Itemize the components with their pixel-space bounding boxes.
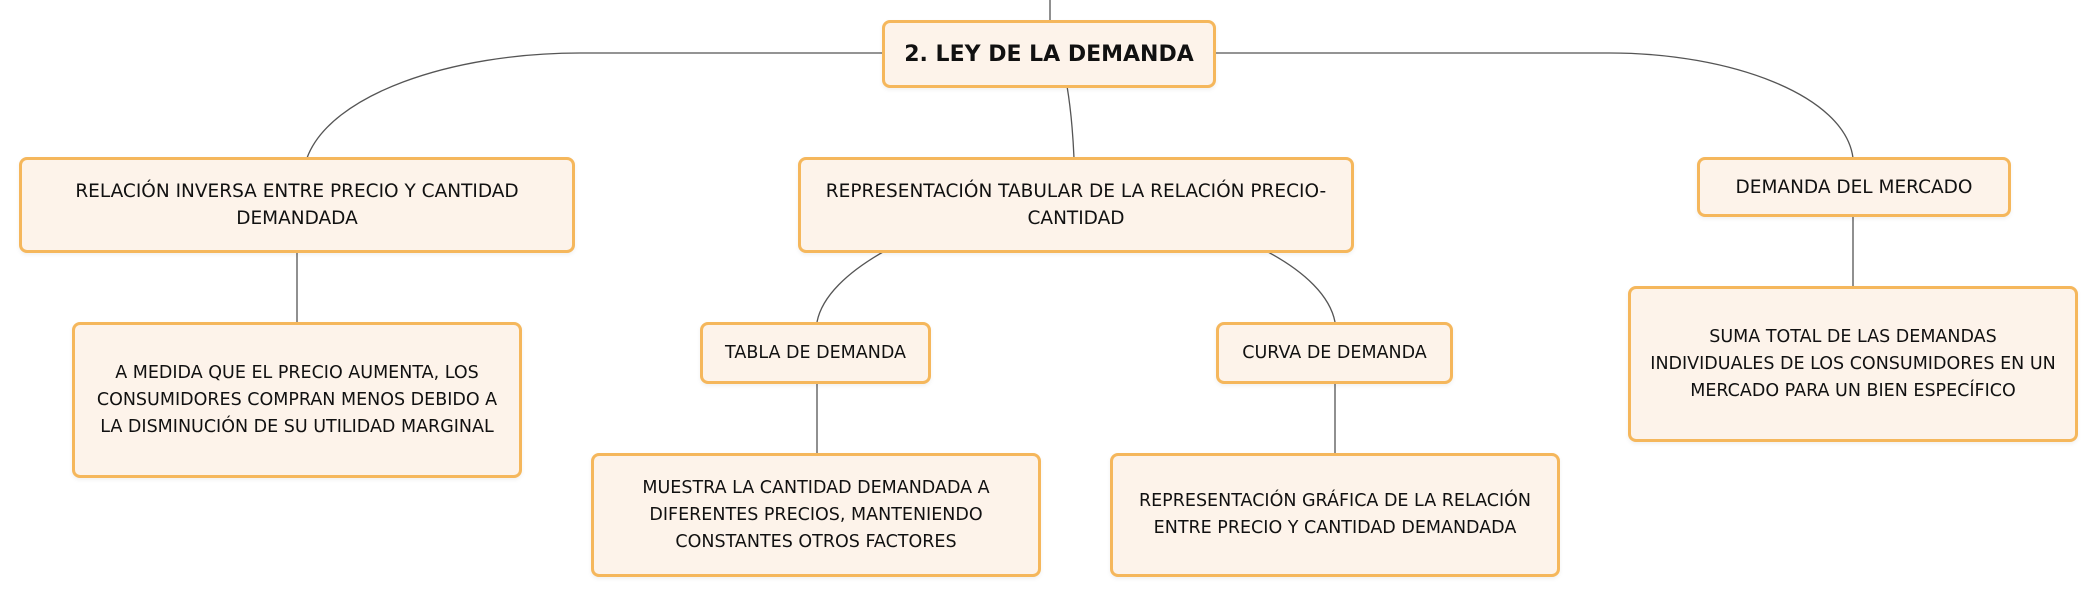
tabular-representation-label: REPRESENTACIÓN TABULAR DE LA RELACIÓN PR…	[825, 181, 1327, 229]
market-demand-label: DEMANDA DEL MERCADO	[1735, 176, 1973, 198]
demand-table-label: TABLA DE DEMANDA	[725, 342, 906, 363]
connector-root-to-tabular	[1066, 85, 1075, 159]
demand-table-node[interactable]: TABLA DE DEMANDA	[700, 322, 931, 384]
connector-tabular-to-table	[816, 251, 884, 323]
connector-root-to-market	[1215, 52, 1854, 159]
inverse-relation-detail: A MEDIDA QUE EL PRECIO AUMENTA, LOS CONS…	[96, 362, 498, 437]
inverse-relation-node[interactable]: RELACIÓN INVERSA ENTRE PRECIO Y CANTIDAD…	[19, 157, 575, 253]
root-node[interactable]: 2. LEY DE LA DEMANDA	[882, 20, 1216, 88]
demand-table-detail-node[interactable]: MUESTRA LA CANTIDAD DEMANDADA A DIFERENT…	[591, 453, 1041, 577]
market-demand-node[interactable]: DEMANDA DEL MERCADO	[1697, 157, 2011, 217]
inverse-relation-label: RELACIÓN INVERSA ENTRE PRECIO Y CANTIDAD…	[75, 181, 519, 229]
tabular-representation-node[interactable]: REPRESENTACIÓN TABULAR DE LA RELACIÓN PR…	[798, 157, 1354, 253]
demand-table-detail: MUESTRA LA CANTIDAD DEMANDADA A DIFERENT…	[642, 477, 990, 552]
demand-curve-node[interactable]: CURVA DE DEMANDA	[1216, 322, 1453, 384]
market-demand-detail: SUMA TOTAL DE LAS DEMANDAS INDIVIDUALES …	[1650, 326, 2056, 401]
demand-curve-detail-node[interactable]: REPRESENTACIÓN GRÁFICA DE LA RELACIÓN EN…	[1110, 453, 1560, 577]
connector-tabular-to-curve	[1267, 251, 1336, 323]
root-node-label: 2. LEY DE LA DEMANDA	[904, 41, 1194, 67]
demand-curve-detail: REPRESENTACIÓN GRÁFICA DE LA RELACIÓN EN…	[1138, 491, 1532, 538]
inverse-relation-detail-node[interactable]: A MEDIDA QUE EL PRECIO AUMENTA, LOS CONS…	[72, 322, 522, 478]
demand-curve-label: CURVA DE DEMANDA	[1242, 342, 1427, 363]
market-demand-detail-node[interactable]: SUMA TOTAL DE LAS DEMANDAS INDIVIDUALES …	[1628, 286, 2078, 442]
connector-root-to-inverse	[306, 52, 882, 159]
